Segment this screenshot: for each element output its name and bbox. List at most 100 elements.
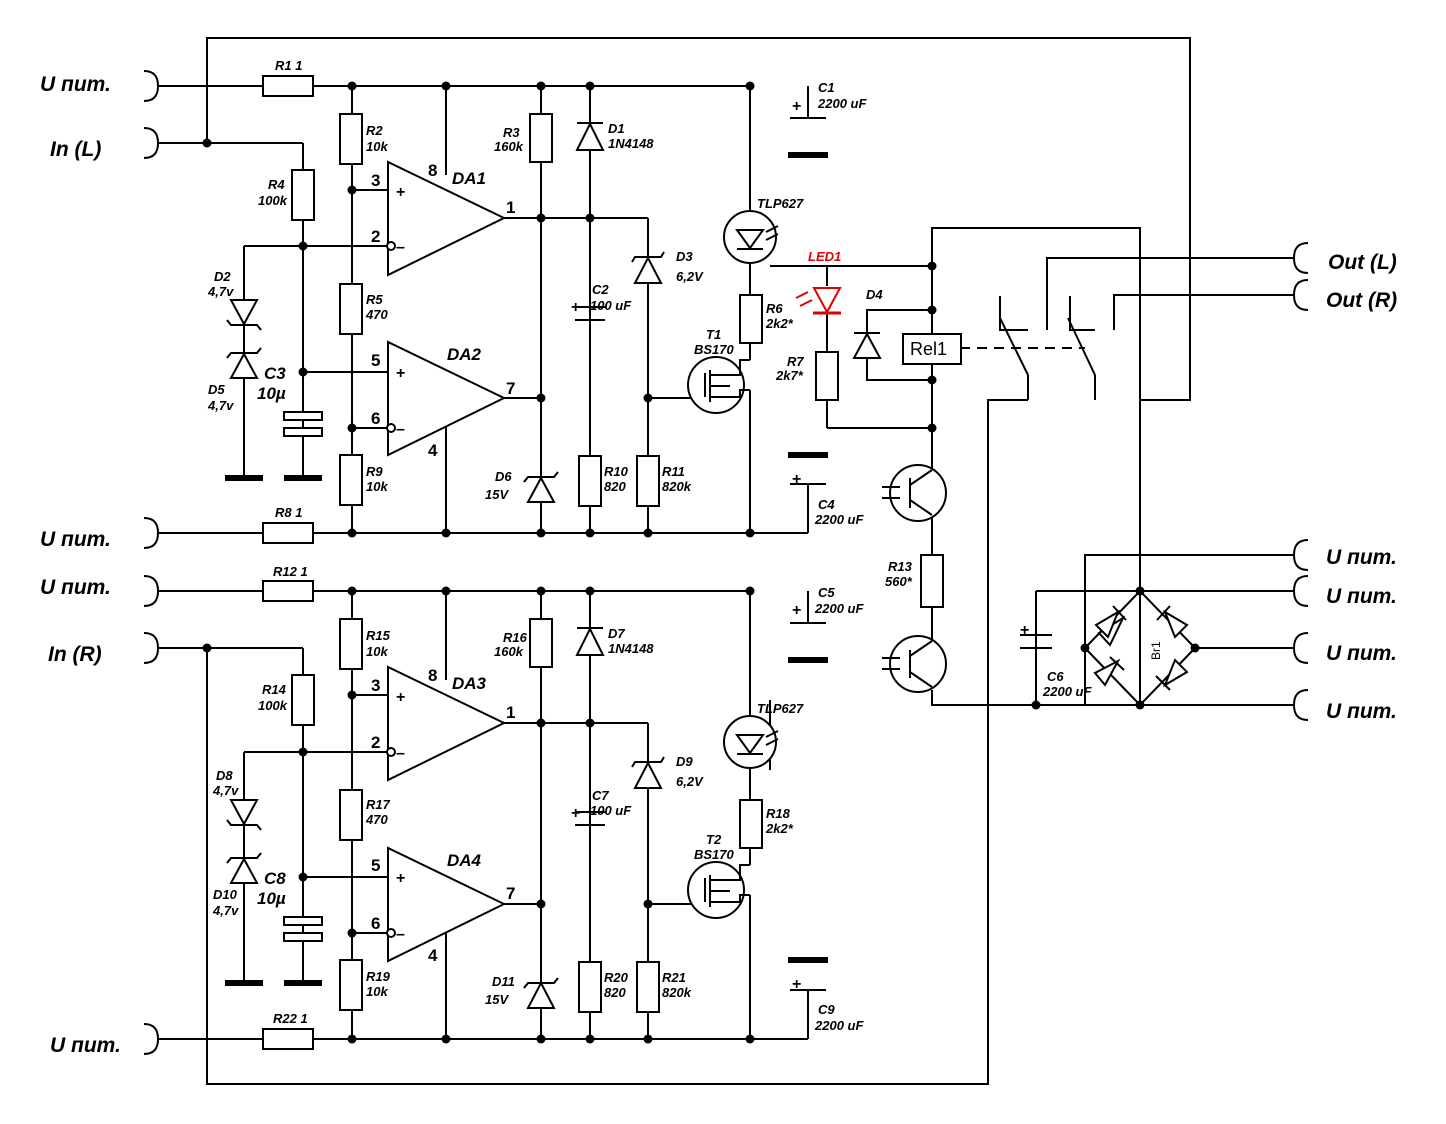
svg-text:100 uF: 100 uF [590, 298, 632, 313]
terminal-u4: U пит. [50, 1034, 121, 1057]
svg-text:100 uF: 100 uF [590, 803, 632, 818]
svg-text:–: – [396, 239, 405, 256]
opamp-da3 [387, 665, 507, 782]
opto-transistor-1 [889, 464, 947, 522]
svg-text:R14: R14 [262, 682, 287, 697]
diodes [226, 121, 1196, 1009]
svg-text:D8: D8 [216, 768, 233, 783]
svg-text:+: + [792, 471, 801, 488]
svg-text:10µ: 10µ [257, 889, 286, 908]
svg-text:+: + [396, 870, 405, 887]
wires [157, 37, 1295, 1085]
resistor-r1 [262, 75, 314, 97]
terminal-u7: U пит. [1326, 642, 1397, 665]
resistor-r16 [529, 618, 553, 668]
svg-text:820k: 820k [662, 479, 692, 494]
svg-text:4,7v: 4,7v [212, 783, 239, 798]
labels: U пит. In (L) U пит. U пит. In (R) U пит… [40, 58, 1397, 1057]
resistor-r5 [339, 283, 363, 335]
svg-text:2: 2 [371, 227, 380, 246]
svg-text:TLP627: TLP627 [757, 196, 804, 211]
terminal-u8: U пит. [1326, 700, 1397, 723]
svg-text:3: 3 [371, 676, 380, 695]
svg-text:D3: D3 [676, 249, 693, 264]
svg-text:Rel1: Rel1 [910, 339, 947, 359]
svg-text:C2: C2 [592, 282, 609, 297]
svg-text:1: 1 [506, 703, 515, 722]
svg-text:4,7v: 4,7v [207, 284, 234, 299]
svg-text:–: – [396, 926, 405, 943]
resistor-r14 [291, 674, 315, 726]
svg-text:160k: 160k [494, 139, 524, 154]
resistor-r22 [262, 1028, 314, 1050]
svg-text:2: 2 [371, 733, 380, 752]
svg-text:+: + [396, 184, 405, 201]
svg-text:R3: R3 [503, 125, 520, 140]
svg-text:10µ: 10µ [257, 384, 286, 403]
svg-text:C8: C8 [264, 869, 286, 888]
svg-text:2k2*: 2k2* [765, 316, 794, 331]
terminal-u5: U пит. [1326, 546, 1397, 569]
svg-text:D4: D4 [866, 287, 883, 302]
svg-text:D9: D9 [676, 754, 693, 769]
svg-text:R13: R13 [888, 559, 913, 574]
svg-text:R18: R18 [766, 806, 791, 821]
svg-text:D1: D1 [608, 121, 625, 136]
resistor-r19 [339, 959, 363, 1011]
svg-text:C1: C1 [818, 80, 835, 95]
opamp-da1 [387, 160, 507, 277]
svg-text:Br1: Br1 [1149, 641, 1163, 660]
svg-text:–: – [396, 745, 405, 762]
svg-text:820: 820 [604, 985, 626, 1000]
resistors [262, 75, 944, 1050]
svg-text:D11: D11 [492, 974, 515, 989]
terminal-u3: U пит. [40, 576, 111, 599]
svg-text:R11: R11 [662, 464, 685, 479]
svg-text:T2: T2 [706, 832, 722, 847]
svg-text:D10: D10 [213, 887, 238, 902]
resistor-r17 [339, 789, 363, 841]
resistor-r9 [339, 454, 363, 506]
svg-text:C4: C4 [818, 497, 835, 512]
opto-transistor-2 [889, 635, 947, 693]
svg-text:R6: R6 [766, 301, 783, 316]
svg-text:D5: D5 [208, 382, 225, 397]
resistor-r3 [529, 113, 553, 163]
resistor-r7 [815, 351, 839, 401]
terminal-in-r: In (R) [48, 643, 102, 666]
terminal-in-l: In (L) [50, 138, 101, 161]
op-amps [386, 160, 507, 963]
svg-text:R9: R9 [366, 464, 383, 479]
svg-text:470: 470 [365, 307, 388, 322]
svg-text:+: + [571, 299, 580, 316]
terminal-u6: U пит. [1326, 585, 1397, 608]
svg-text:2200 uF: 2200 uF [1042, 684, 1092, 699]
resistor-r6 [739, 294, 763, 344]
svg-text:1N4148: 1N4148 [608, 136, 654, 151]
svg-text:6,2V: 6,2V [676, 774, 704, 789]
svg-text:7: 7 [506, 379, 515, 398]
svg-text:10k: 10k [366, 644, 388, 659]
svg-text:+: + [792, 976, 801, 993]
svg-text:DA2: DA2 [447, 345, 482, 364]
relay-rel1 [902, 333, 962, 365]
svg-text:D2: D2 [214, 269, 231, 284]
resistor-r2 [339, 113, 363, 165]
svg-text:2k7*: 2k7* [775, 368, 804, 383]
svg-text:R8 1: R8 1 [275, 505, 302, 520]
svg-text:1N4148: 1N4148 [608, 641, 654, 656]
resistor-r10 [578, 455, 602, 507]
resistor-r15 [339, 618, 363, 670]
svg-text:R15: R15 [366, 628, 391, 643]
svg-text:C9: C9 [818, 1002, 835, 1017]
svg-text:8: 8 [428, 161, 437, 180]
resistor-r21 [636, 961, 660, 1013]
svg-text:C6: C6 [1047, 669, 1064, 684]
svg-text:3: 3 [371, 171, 380, 190]
svg-text:R20: R20 [604, 970, 629, 985]
svg-text:+: + [1020, 622, 1029, 639]
svg-text:DA1: DA1 [452, 169, 486, 188]
terminal-u1: U пит. [40, 73, 111, 96]
svg-text:100k: 100k [258, 698, 288, 713]
